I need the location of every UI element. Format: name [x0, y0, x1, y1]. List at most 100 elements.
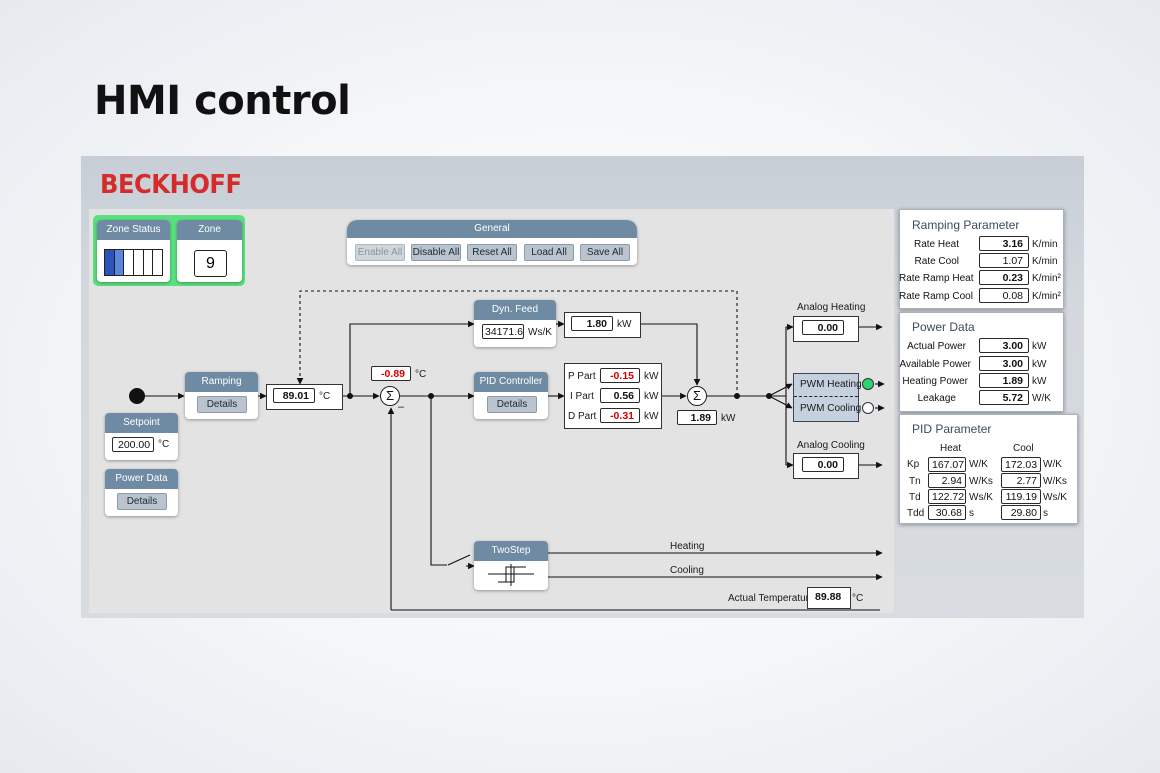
ramping-parameter-title: Ramping Parameter: [912, 218, 1020, 232]
pid-param-cool-value[interactable]: 29.80: [1001, 505, 1041, 520]
ramping-param-value[interactable]: 3.16: [979, 236, 1029, 251]
actual-temperature-unit: °C: [852, 593, 864, 604]
hysteresis-icon: [488, 564, 534, 586]
ramping-param-unit: K/min²: [1032, 291, 1061, 302]
ramping-param-value[interactable]: 0.23: [979, 270, 1029, 285]
pwm-cooling-label: PWM Cooling: [800, 403, 862, 414]
power-data-unit: kW: [1032, 376, 1047, 387]
ramping-param-unit: K/min: [1032, 239, 1058, 250]
pid-col-heat: Heat: [940, 443, 962, 454]
ramping-param-label: Rate Ramp Heat: [899, 273, 974, 284]
zone-header: Zone: [177, 220, 242, 240]
ramping-param-label: Rate Cool: [914, 256, 959, 267]
power-data-value: 5.72: [979, 390, 1029, 405]
sum-output-unit: kW: [721, 413, 736, 424]
feed-forward-output-value: 1.80: [571, 316, 613, 331]
power-data-title: Power Data: [912, 320, 975, 334]
pid-part-unit: kW: [644, 391, 659, 402]
beckhoff-logo: BECKHOFF: [100, 170, 242, 200]
sum-junction-output: Σ: [687, 386, 707, 406]
analog-heating-value: 0.00: [802, 320, 844, 335]
pid-param-cool-value[interactable]: 2.77: [1001, 473, 1041, 488]
page-title: HMI control: [94, 78, 351, 124]
pid-param-label: Tn: [909, 476, 921, 487]
power-data-unit: kW: [1032, 359, 1047, 370]
feed-forward-unit: Ws/K: [528, 327, 552, 338]
pid-param-heat-unit: W/Ks: [969, 476, 993, 487]
load-all-button[interactable]: Load All: [524, 244, 574, 261]
setpoint-input[interactable]: 200.00: [112, 437, 154, 452]
feed-forward-input[interactable]: 34171.6: [482, 324, 524, 339]
pwm-output-box: [793, 373, 859, 422]
enable-all-button[interactable]: Enable All: [355, 244, 405, 261]
pid-param-heat-value[interactable]: 30.68: [928, 505, 966, 520]
power-data-label: Heating Power: [902, 376, 968, 387]
pid-part-value: -0.15: [600, 368, 640, 383]
sum-junction-error: Σ: [380, 386, 400, 406]
feed-forward-header: Dyn. Feed Forward: [474, 300, 556, 335]
power-data-label: Leakage: [917, 393, 956, 404]
power-data-value: 1.89: [979, 373, 1029, 388]
pid-controller-header: PID Controller: [474, 372, 548, 392]
pid-part-label: I Part: [570, 391, 594, 402]
ramping-output-unit: °C: [319, 391, 331, 402]
actual-temperature-value: 89.88: [810, 590, 846, 605]
pid-param-label: Td: [909, 492, 921, 503]
ramping-param-unit: K/min²: [1032, 273, 1061, 284]
setpoint-header: Setpoint: [105, 413, 178, 433]
zone-status-header: Zone Status: [97, 220, 170, 240]
feed-forward-output-unit: kW: [617, 319, 632, 330]
pid-part-unit: kW: [644, 371, 659, 382]
ramping-param-unit: K/min: [1032, 256, 1058, 267]
pwm-cooling-indicator-icon: [862, 402, 874, 414]
pid-param-cool-unit: Ws/K: [1043, 492, 1067, 503]
analog-cooling-label: Analog Cooling: [797, 440, 865, 451]
pid-col-cool: Cool: [1013, 443, 1034, 454]
power-data-details-button[interactable]: Details: [117, 493, 167, 510]
zone-status-bars: [104, 249, 164, 276]
pid-part-label: P Part: [568, 371, 596, 382]
power-data-label: Available Power: [899, 359, 971, 370]
pid-param-heat-unit: Ws/K: [969, 492, 993, 503]
pid-param-cool-unit: W/K: [1043, 459, 1062, 470]
sum-minus-sign: –: [398, 401, 405, 413]
pid-param-heat-unit: s: [969, 508, 974, 519]
ramping-param-label: Rate Ramp Cool: [899, 291, 973, 302]
ramping-details-button[interactable]: Details: [197, 396, 247, 413]
pid-part-label: D Part: [568, 411, 597, 422]
error-value: -0.89: [371, 366, 411, 381]
pid-param-cool-value[interactable]: 119.19: [1001, 489, 1041, 504]
pid-param-cool-value[interactable]: 172.03: [1001, 457, 1041, 472]
pwm-heating-indicator-icon: [862, 378, 874, 390]
pid-param-cool-unit: s: [1043, 508, 1048, 519]
analog-cooling-value: 0.00: [802, 457, 844, 472]
zone-bar: [152, 249, 164, 276]
setpoint-block: Setpoint: [105, 413, 178, 460]
two-step-heating-label: Heating: [670, 541, 705, 552]
pid-param-label: Kp: [907, 459, 920, 470]
power-data-unit: W/K: [1032, 393, 1051, 404]
two-step-cooling-label: Cooling: [670, 565, 704, 576]
actual-temperature-label: Actual Temperature: [728, 593, 815, 604]
reset-all-button[interactable]: Reset All: [467, 244, 517, 261]
power-data-value: 3.00: [979, 356, 1029, 371]
error-unit: °C: [415, 369, 427, 380]
pid-param-heat-value[interactable]: 2.94: [928, 473, 966, 488]
sum-output-value: 1.89: [677, 410, 717, 425]
pid-param-heat-value[interactable]: 167.07: [928, 457, 966, 472]
zone-number-input[interactable]: 9: [194, 250, 227, 277]
general-header: General: [347, 220, 637, 238]
pwm-divider: [794, 396, 858, 397]
ramping-param-value[interactable]: 1.07: [979, 253, 1029, 268]
save-all-button[interactable]: Save All: [580, 244, 630, 261]
ramping-header: Ramping: [185, 372, 258, 392]
pid-param-heat-value[interactable]: 122.72: [928, 489, 966, 504]
two-step-header: TwoStep: [474, 541, 548, 561]
pid-param-label: Tdd: [907, 508, 925, 519]
power-data-value: 3.00: [979, 338, 1029, 353]
ramping-output-value: 89.01: [273, 388, 315, 403]
disable-all-button[interactable]: Disable All: [411, 244, 461, 261]
pid-part-value: 0.56: [600, 388, 640, 403]
pid-details-button[interactable]: Details: [487, 396, 537, 413]
ramping-param-value[interactable]: 0.08: [979, 288, 1029, 303]
